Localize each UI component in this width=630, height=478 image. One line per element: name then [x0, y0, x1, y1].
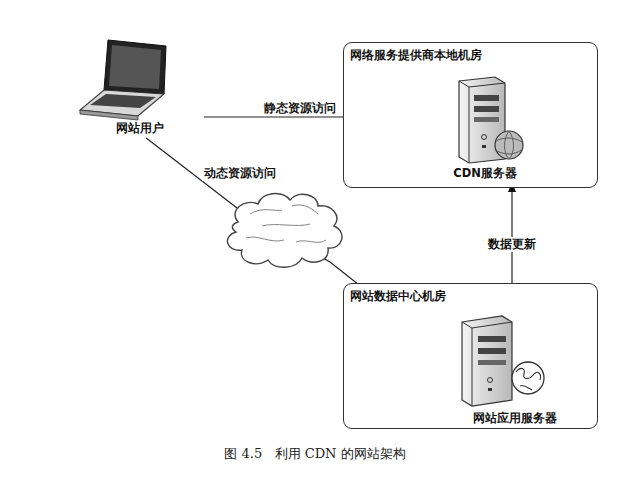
room-frame: 网络服务提供商本地机房 CDN服务器 [343, 42, 598, 188]
edge-label: 数据更新 [486, 237, 538, 252]
laptop-icon [78, 36, 190, 122]
figure-caption: 图 4.5 利用 CDN 的网站架构 [0, 445, 630, 463]
node-label: 网站应用服务器 [454, 411, 576, 426]
edge-label: 静态资源访问 [262, 101, 338, 116]
cdn-server-icon [429, 71, 529, 166]
node-label: CDN服务器 [429, 166, 541, 181]
room-heading: 网络服务提供商本地机房 [350, 48, 482, 63]
server-node: 网站应用服务器 [454, 308, 576, 426]
server-node: CDN服务器 [429, 71, 541, 181]
node-label: 网站用户 [78, 121, 202, 136]
app-server-icon [454, 308, 564, 408]
edge-label: 动态资源访问 [202, 166, 278, 181]
network-cloud [227, 194, 342, 268]
room-frame: 网站数据中心机房网站应用服务器 [343, 283, 598, 429]
user-node: 网站用户 [78, 36, 202, 136]
room-heading: 网站数据中心机房 [350, 289, 446, 304]
